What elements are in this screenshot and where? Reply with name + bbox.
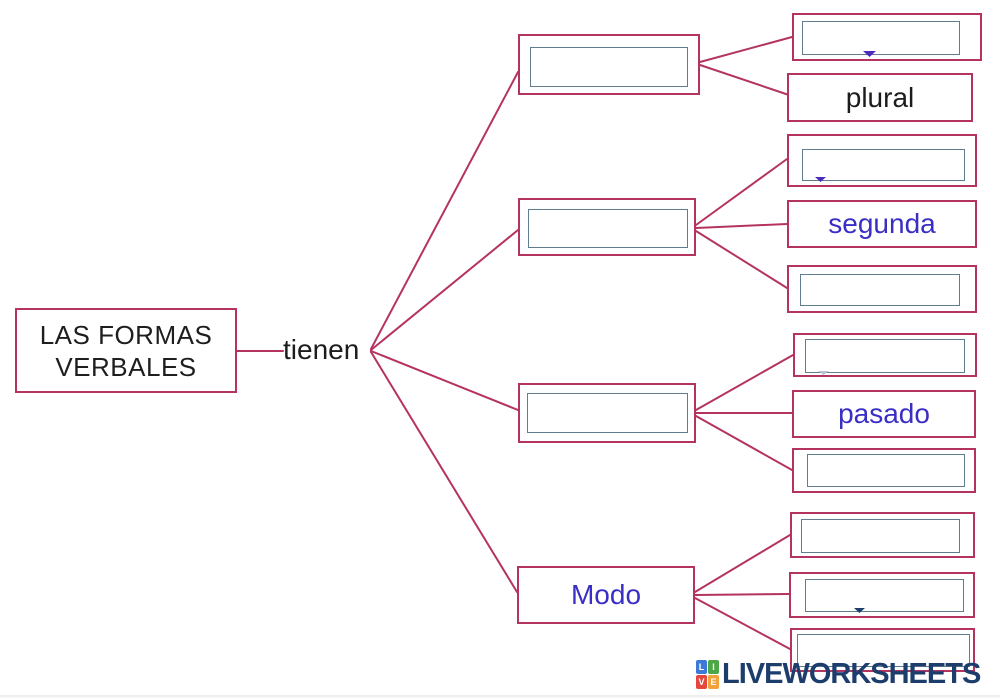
- answer-remnant-mark: [818, 371, 829, 375]
- scan-edge-shadow: [0, 695, 1000, 698]
- branch-4-child-2-answer-input[interactable]: [805, 579, 964, 612]
- branch-2-child-3-box: [787, 265, 977, 313]
- branch-4-node-box-modo: Modo: [517, 566, 695, 624]
- branch-3-child-2-box-pasado: pasado: [792, 390, 976, 438]
- label-pasado: pasado: [838, 398, 930, 429]
- branch-3-node-answer-input[interactable]: [527, 393, 688, 433]
- branch-1-child-2-box-plural: plural: [787, 73, 973, 122]
- root-title-line2: VERBALES: [55, 351, 197, 382]
- branch-2-child-2-box-segunda: segunda: [787, 200, 977, 248]
- answer-remnant-mark: [854, 608, 865, 613]
- branch-1-node-answer-input[interactable]: [530, 47, 688, 87]
- branch-3-child-3-box: [792, 448, 976, 493]
- branch-4-child-2-box: [789, 572, 975, 618]
- branch-4-child-1-answer-input[interactable]: [801, 519, 960, 553]
- branch-4-child-3-answer-input[interactable]: [797, 634, 970, 667]
- label-modo: Modo: [570, 579, 642, 610]
- liveworksheets-logo-text: LIVEWORKSHEETS: [722, 658, 981, 690]
- branch-3-child-1-box: [793, 333, 977, 377]
- branch-3-child-3-answer-input[interactable]: [807, 454, 965, 487]
- branch-2-node-answer-input[interactable]: [528, 209, 688, 248]
- logo-tile-v: V: [696, 675, 707, 689]
- logo-tile-l: L: [696, 660, 707, 674]
- label-plural: plural: [845, 81, 915, 113]
- branch-4-child-3-box: [790, 628, 975, 672]
- branch-1-child-1-answer-input[interactable]: [802, 21, 960, 55]
- connector-label-tienen: tienen: [283, 334, 360, 365]
- root-title-line1: LAS FORMAS: [39, 319, 213, 350]
- root-node-las-formas-verbales: LAS FORMAS VERBALES: [15, 308, 237, 393]
- branch-2-child-1-box: [787, 134, 977, 187]
- branch-2-node-box: [518, 198, 696, 256]
- logo-tile-i: I: [708, 660, 719, 674]
- answer-remnant-mark: [863, 51, 876, 57]
- branch-1-node-box: [518, 34, 700, 95]
- label-segunda: segunda: [828, 208, 936, 239]
- branch-2-child-1-answer-input[interactable]: [802, 149, 965, 181]
- branch-4-child-1-box: [790, 512, 975, 558]
- branch-3-child-1-answer-input[interactable]: [805, 339, 965, 373]
- liveworksheets-logo-icon: L I V E: [696, 660, 719, 689]
- branch-3-node-box: [518, 383, 696, 443]
- logo-tile-e: E: [708, 675, 719, 689]
- answer-remnant-mark: [815, 177, 826, 182]
- branch-1-child-1-box: [792, 13, 982, 61]
- liveworksheets-logo: L I V E LIVEWORKSHEETS: [696, 658, 981, 691]
- branch-2-child-3-answer-input[interactable]: [800, 274, 960, 306]
